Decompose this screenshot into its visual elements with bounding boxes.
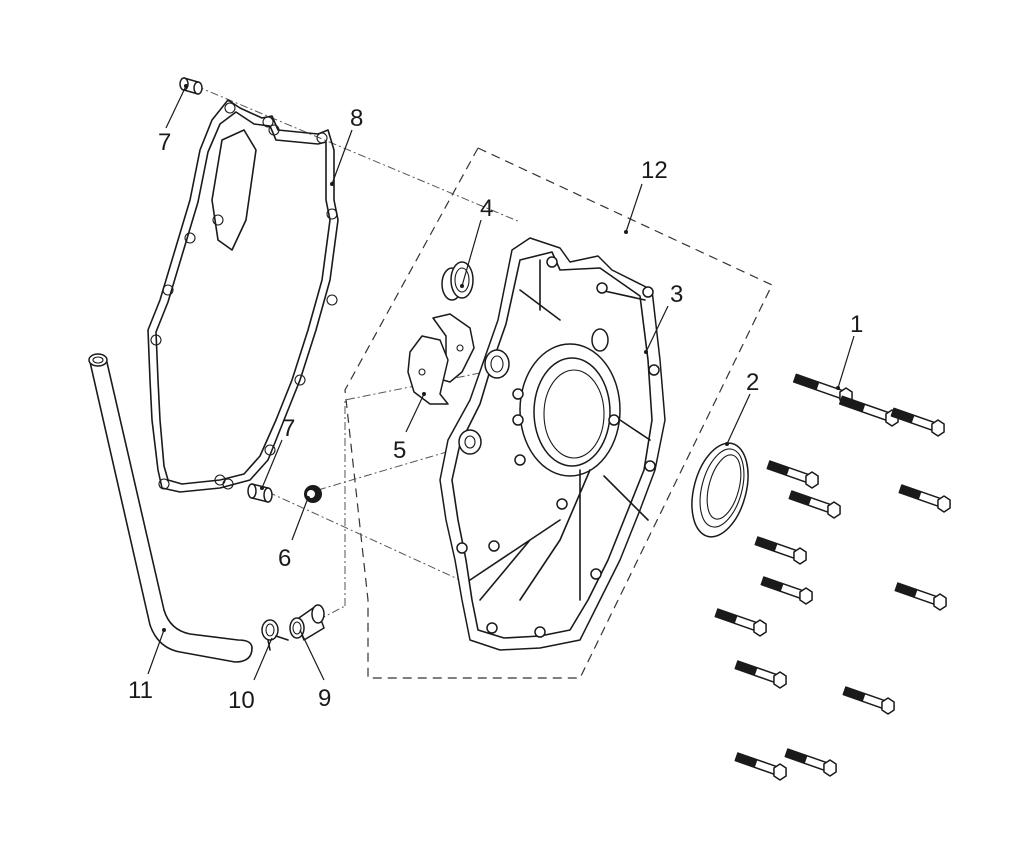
hose-fitting (289, 604, 325, 641)
flange-bolt (842, 686, 895, 715)
plug-cap (441, 261, 474, 301)
assembly-group-boundary (344, 147, 773, 679)
flange-bolt (714, 608, 767, 637)
side-cover (439, 237, 666, 651)
callout-9: 9 (318, 685, 331, 712)
callout-7-lower: 7 (282, 415, 295, 442)
flange-bolts (714, 373, 951, 781)
breather-hose (88, 353, 253, 663)
flange-bolt (838, 395, 899, 427)
callout-4: 4 (480, 195, 493, 222)
callouts: 7 8 12 4 3 5 1 2 7 6 11 10 9 (128, 84, 863, 714)
callout-1: 1 (850, 311, 863, 338)
flange-bolt (784, 748, 837, 777)
callout-6: 6 (278, 545, 291, 572)
flange-bolt (894, 582, 947, 611)
flange-bolt (760, 576, 813, 605)
callout-11: 11 (128, 677, 153, 704)
dowel-pin-lower (247, 483, 273, 503)
flange-bolt (890, 407, 945, 437)
callout-12: 12 (641, 157, 668, 184)
flange-bolt (766, 460, 819, 489)
callout-5: 5 (393, 437, 406, 464)
callout-7-top: 7 (158, 129, 171, 156)
gasket (147, 99, 339, 493)
callout-3: 3 (670, 281, 683, 308)
flange-bolt (734, 660, 787, 689)
flange-bolt (788, 490, 841, 519)
callout-2: 2 (746, 369, 759, 396)
flange-bolt (898, 484, 951, 513)
bracket (407, 313, 475, 405)
oil-seal (691, 442, 749, 538)
flange-bolt (734, 752, 787, 781)
callout-10: 10 (228, 687, 255, 714)
callout-8: 8 (350, 105, 363, 132)
flange-bolt (754, 536, 807, 565)
hose-clamp (261, 619, 289, 651)
